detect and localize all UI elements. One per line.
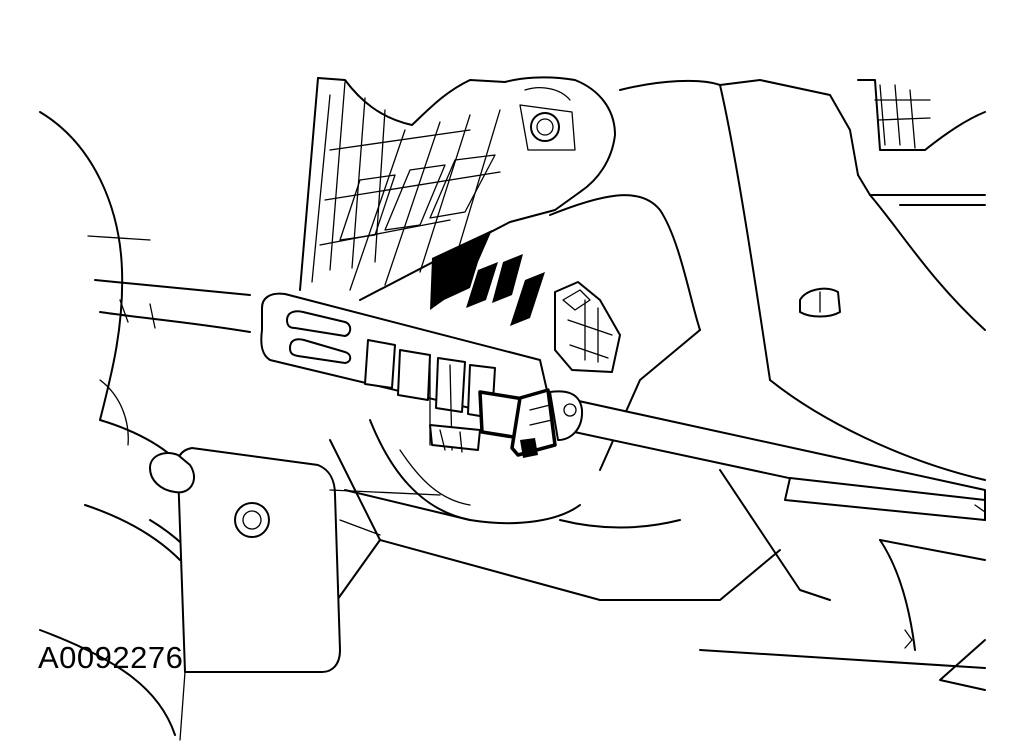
arrow-left-icon <box>430 230 545 326</box>
front-lever-plate <box>149 447 441 741</box>
figure-id-label: A0092276 <box>38 640 184 675</box>
lower-plate <box>329 419 781 611</box>
shift-cable <box>564 397 986 521</box>
ribbed-bracket <box>299 76 616 301</box>
cable-bracket <box>260 281 621 458</box>
column-housing <box>549 79 986 691</box>
